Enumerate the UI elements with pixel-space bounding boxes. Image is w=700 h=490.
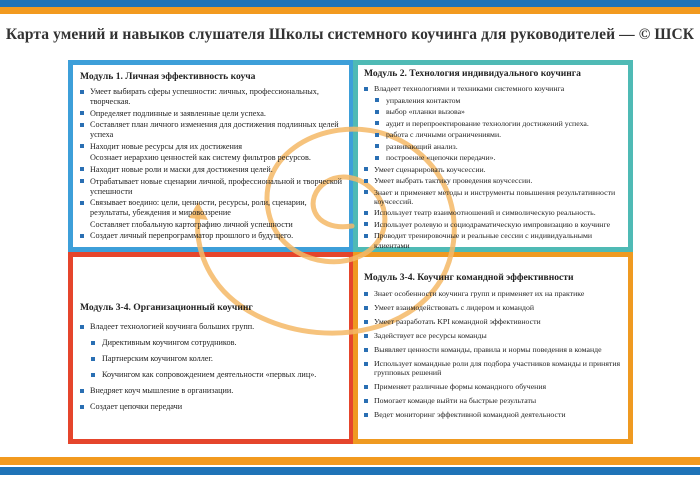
list-item: Создает цепочки передачи [80,402,348,412]
bottom-gap [0,465,700,467]
module-3-list: Владеет технологией коучинга больших гру… [80,322,348,412]
list-item: развивающий анализ. [364,142,626,151]
module-4-content: Модуль 3-4. Коучинг командной эффективно… [364,272,626,424]
list-item: Проводит тренировочные и реальные сессии… [364,231,626,250]
list-item: Партнерским коучингом коллег. [80,354,348,364]
list-item: Знает особенности коучинга групп и приме… [364,289,626,298]
list-item: Составляет план личного изменения для до… [80,120,348,140]
list-item: Директивным коучингом сотрудников. [80,338,348,348]
list-item: Умеет выбирать сферы успешности: личных,… [80,87,348,107]
module-2-list: Владеет технологиями и техниками системн… [364,84,626,250]
list-item: Задействует все ресурсы команды [364,331,626,340]
module-4-title: Модуль 3-4. Коучинг командной эффективно… [364,272,574,283]
list-item: Владеет технологией коучинга больших гру… [80,322,348,332]
list-item: Выявляет ценности команды, правила и нор… [364,345,626,354]
top-orange-stripe [0,7,700,14]
bottom-blue-stripe [0,467,700,475]
module-3-content: Модуль 3-4. Организационный коучинг Влад… [80,302,348,418]
list-item: Определяет подлинные и заявленные цели у… [80,109,348,119]
page-title: Карта умений и навыков слушателя Школы с… [5,26,695,43]
list-item: Находит новые роли и маски для достижени… [80,165,348,175]
list-item: Ведет мониторинг эффективной командной д… [364,410,626,419]
list-item: управления контактом [364,96,626,105]
list-item: Умеет сценарировать коучсессии. [364,165,626,174]
list-item: Знает и применяет методы и инструменты п… [364,188,626,207]
list-item: Умеет выбрать тактику проведения коучсес… [364,176,626,185]
module-1-list: Умеет выбирать сферы успешности: личных,… [80,87,348,241]
list-item: Отрабатывает новые сценарии личной, проф… [80,177,348,197]
list-item: Создает личный перепрограмматор прошлого… [80,231,348,241]
list-item: Коучингом как сопровождением деятельност… [80,370,348,380]
list-item: Находит новые ресурсы для их достижения [80,142,348,152]
list-item: Умеет разработать KPI командной эффектив… [364,317,626,326]
module-4-list: Знает особенности коучинга групп и приме… [364,289,626,420]
list-item: Связывает воедино: цели, ценности, ресур… [80,198,348,218]
list-item: аудит и перепроектирование технологии до… [364,119,626,128]
module-2-title: Модуль 2. Технология индивидуального коу… [364,68,581,79]
list-item: Использует командные роли для подбора уч… [364,359,626,378]
list-item: Составляет глобальную картографию личной… [90,219,293,229]
list-item: Помогает команде выйти на быстрые резуль… [364,396,626,405]
list-item: Использует театр взаимоотношений и симво… [364,208,626,217]
list-item: Владеет технологиями и техниками системн… [364,84,626,93]
list-item: построение «цепочки передачи». [364,153,626,162]
list-item: Применяет различные формы командного обу… [364,382,626,391]
list-item: Осознает иерархию ценностей как систему … [90,153,311,163]
bottom-orange-stripe [0,457,700,465]
top-blue-stripe [0,0,700,7]
module-2-content: Модуль 2. Технология индивидуального коу… [364,68,626,252]
module-3-title: Модуль 3-4. Организационный коучинг [80,302,253,313]
module-1-content: Модуль 1. Личная эффективность коуча Уме… [80,71,348,243]
list-item: работа с личными ограничениями. [364,130,626,139]
list-item: Умеет взаимодействовать с лидером и кома… [364,303,626,312]
list-item: Использует ролевую и социодраматическую … [364,220,626,229]
list-item: выбор «планки вызова» [364,107,626,116]
list-item: Внедряет коуч мышление в организации. [80,386,348,396]
module-1-title: Модуль 1. Личная эффективность коуча [80,71,256,82]
